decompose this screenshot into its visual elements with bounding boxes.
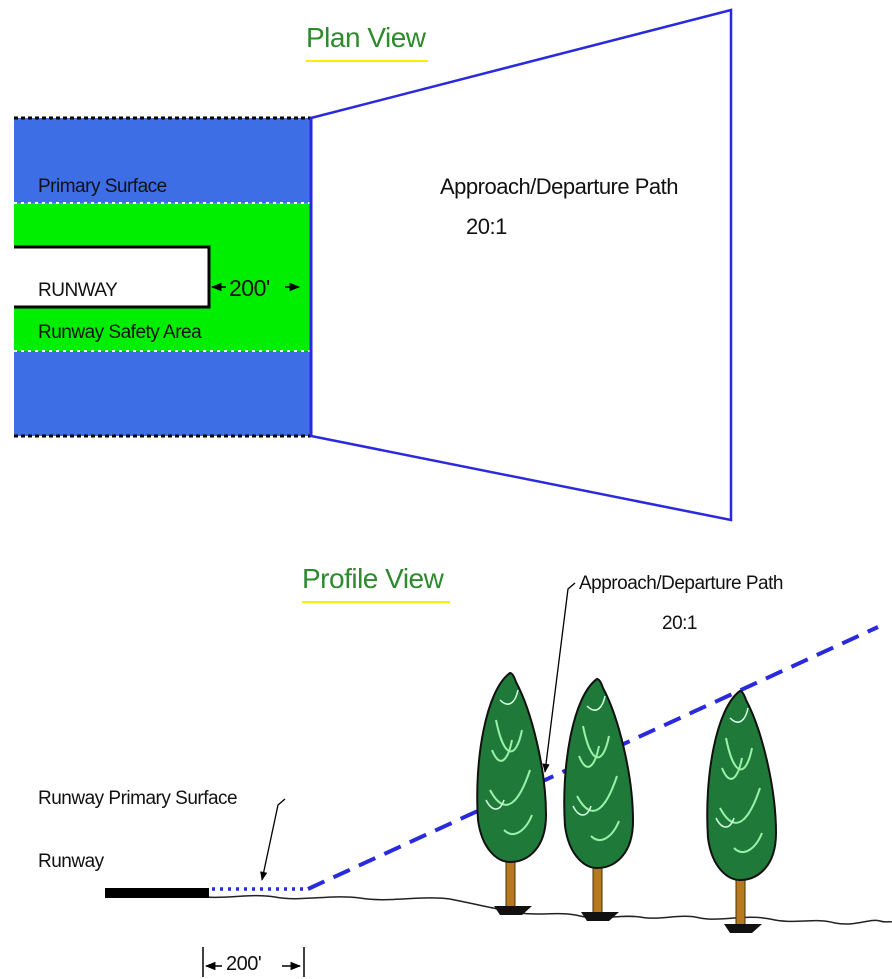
tree-icon [476, 671, 548, 915]
primary-surface-leader [260, 798, 286, 881]
plan-view-title: Plan View [306, 22, 426, 53]
runway-outline [14, 245, 211, 309]
runway-label: RUNWAY [38, 280, 118, 301]
primary-surface-label: Primary Surface [38, 176, 167, 197]
plan-ratio-label: 20:1 [466, 214, 507, 239]
ground-line [204, 894, 892, 925]
tree-icon [706, 689, 778, 933]
plan-approach-path-label: Approach/Departure Path [440, 174, 679, 199]
runway-safety-area-label: Runway Safety Area [38, 322, 202, 343]
plan-view-title-underline [306, 60, 428, 62]
profile-view [105, 582, 892, 977]
profile-runway-label: Runway [38, 851, 104, 872]
plan-dimension-label: 200' [229, 275, 270, 301]
profile-ratio-label: 20:1 [662, 613, 697, 634]
runway-primary-surface-label: Runway Primary Surface [38, 788, 238, 809]
approach-path-leader [542, 582, 576, 773]
profile-approach-path-label: Approach/Departure Path [579, 573, 783, 594]
approach-path-trapezoid [309, 8, 733, 522]
profile-view-title-underline [302, 601, 450, 603]
profile-dimension-label: 200' [226, 953, 262, 975]
profile-view-title: Profile View [302, 563, 444, 594]
plan-view [14, 8, 733, 522]
tree-icon [563, 677, 635, 921]
